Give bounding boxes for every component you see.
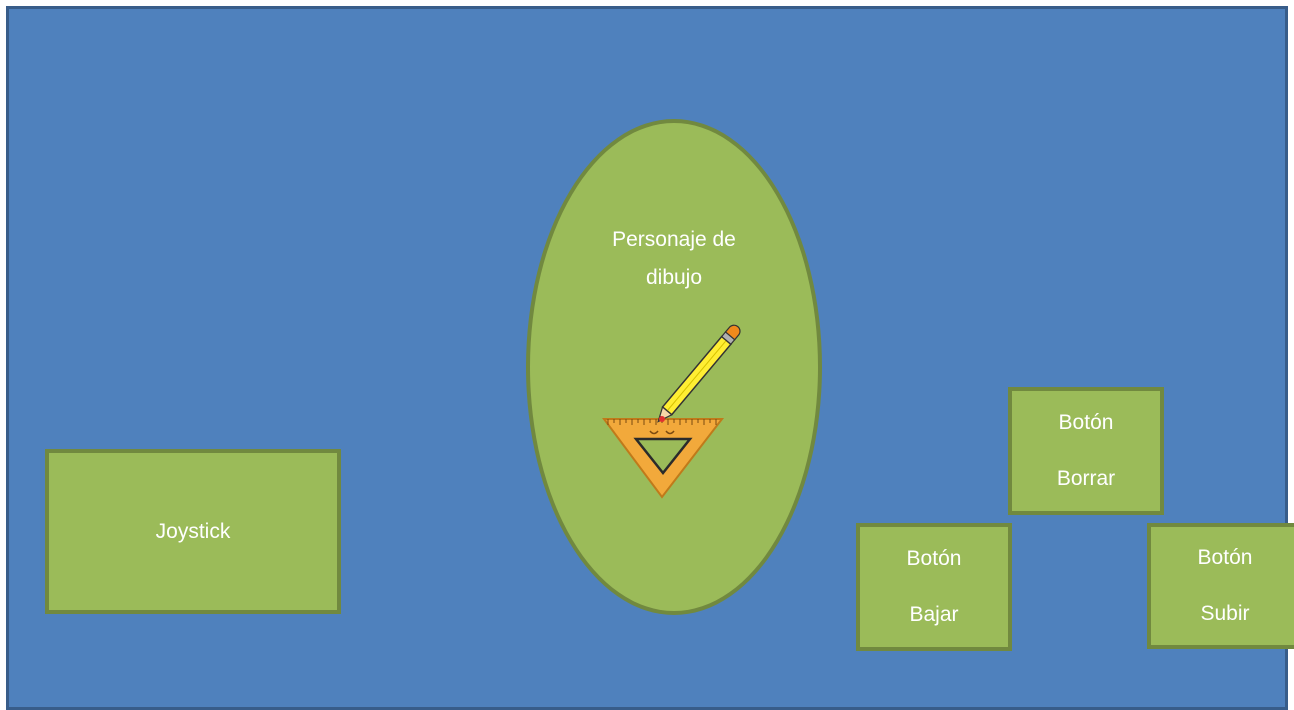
- up-button-line2: Subir: [1200, 602, 1250, 625]
- character-label: Personaje de dibujo: [530, 221, 818, 297]
- joystick-label: Joystick: [155, 519, 231, 543]
- erase-button[interactable]: Botón Borrar: [1008, 387, 1164, 515]
- erase-button-line1: Botón: [1058, 411, 1114, 434]
- pencil-and-set-square-icon: [602, 324, 741, 499]
- down-button-line1: Botón: [906, 547, 962, 570]
- character-label-line2: dibujo: [645, 266, 703, 289]
- up-button-line1: Botón: [1197, 546, 1253, 569]
- erase-button-line2: Borrar: [1056, 467, 1116, 490]
- up-button[interactable]: Botón Subir: [1147, 523, 1294, 649]
- app-canvas: Personaje de dibujo: [6, 6, 1294, 710]
- joystick-area[interactable]: Joystick: [45, 449, 341, 614]
- down-button[interactable]: Botón Bajar: [856, 523, 1012, 651]
- character-label-line1: Personaje de: [612, 228, 736, 251]
- drawing-character: Personaje de dibujo: [526, 119, 822, 615]
- down-button-line2: Bajar: [909, 603, 959, 626]
